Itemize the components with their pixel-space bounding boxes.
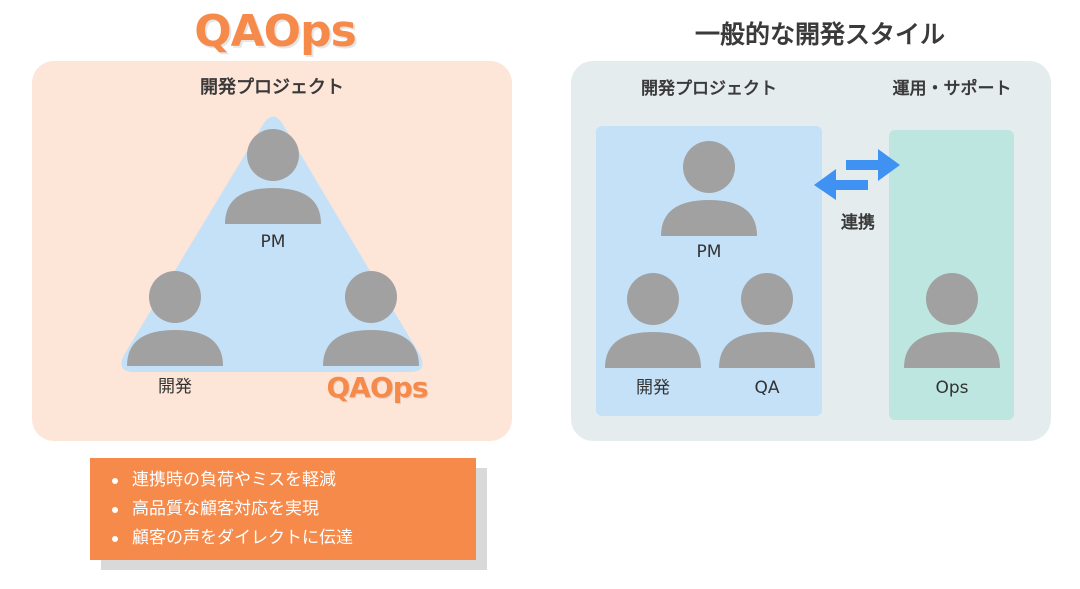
general-style-title: 一般的な開発スタイル [694, 20, 945, 49]
person-icon [659, 136, 759, 236]
person-icon [223, 124, 323, 224]
role-label-dev: 開発 [636, 378, 670, 398]
qaops-project-heading: 開発プロジェクト [200, 77, 344, 98]
benefit-item: 高品質な顧客対応を実現 [106, 495, 476, 524]
role-label-qa: QA [754, 378, 780, 398]
role-label-pm: PM [696, 242, 722, 262]
person-icon [603, 268, 703, 368]
bidirectional-arrows-icon [812, 144, 902, 200]
benefits-list: 連携時の負荷やミスを軽減 高品質な顧客対応を実現 顧客の声をダイレクトに伝達 [106, 466, 476, 553]
person-icon [902, 268, 1002, 368]
benefit-item: 顧客の声をダイレクトに伝達 [106, 524, 476, 553]
benefit-item: 連携時の負荷やミスを軽減 [106, 466, 476, 495]
person-icon [717, 268, 817, 368]
role-label-qaops: QAOps [326, 371, 429, 404]
role-label-ops: Ops [935, 378, 969, 398]
qaops-title: QAOps [194, 6, 357, 57]
role-label-pm: PM [260, 232, 286, 252]
ops-support-heading: 運用・サポート [892, 79, 1012, 99]
link-label: 連携 [841, 213, 875, 233]
person-icon [125, 266, 225, 366]
dev-project-heading: 開発プロジェクト [641, 79, 777, 99]
role-label-dev: 開発 [158, 377, 192, 397]
benefits-box: 連携時の負荷やミスを軽減 高品質な顧客対応を実現 顧客の声をダイレクトに伝達 [90, 458, 476, 560]
person-icon [321, 266, 421, 366]
